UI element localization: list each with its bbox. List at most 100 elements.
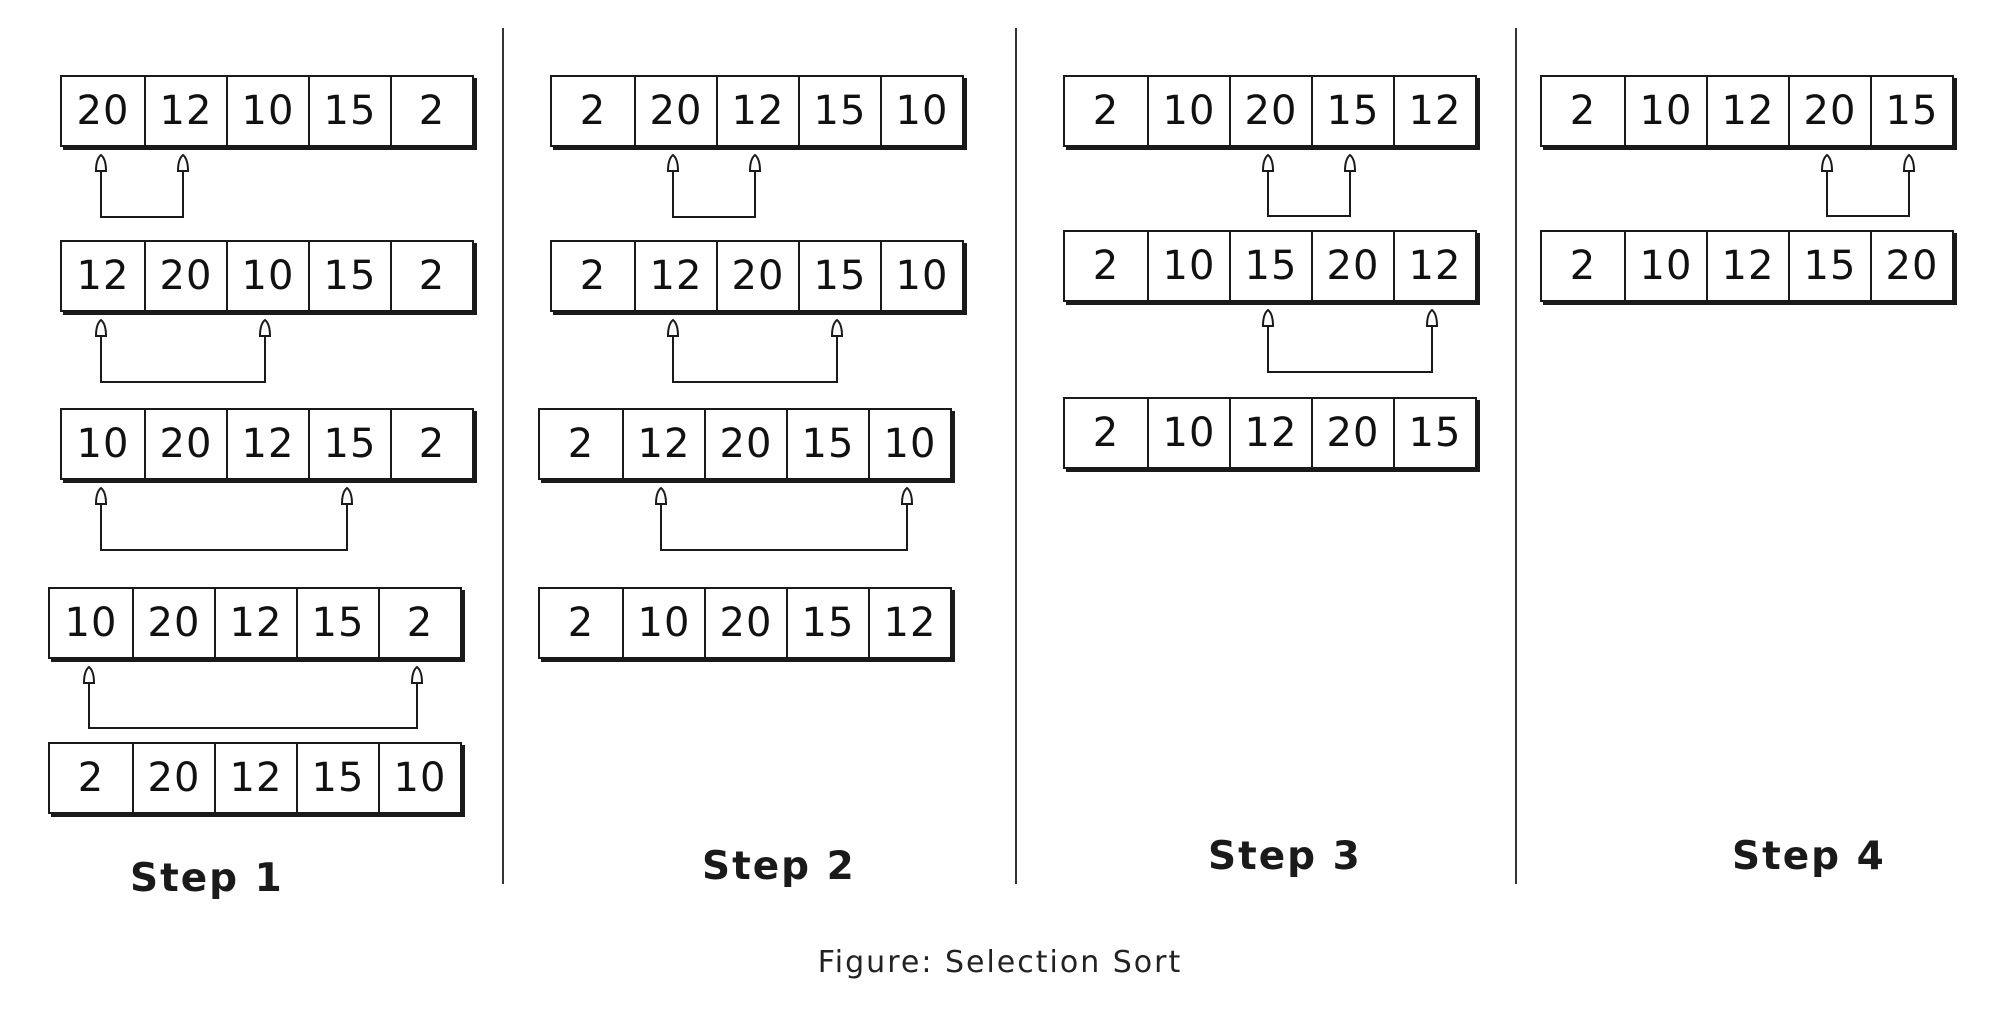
array-cell: 20 [132,589,214,657]
arrow-head-icon [82,665,96,684]
array-cell: 12 [144,77,226,145]
step-label: Step 4 [1732,834,1886,879]
array-cell: 15 [798,77,880,145]
step-divider [502,28,504,884]
arrow-head-icon [1261,153,1275,172]
array-cell: 2 [579,253,607,299]
array-cell: 2 [567,421,595,467]
array-cell: 15 [1788,232,1870,300]
array-cell: 15 [786,410,868,478]
array-cell: 10 [1147,232,1229,300]
array-cell: 12 [214,744,296,812]
array-cell: 2 [390,242,472,310]
array-cell: 10 [880,77,962,145]
step-divider [1515,28,1517,884]
step-label: Step 3 [1208,834,1362,879]
array-cell: 20 [634,77,716,145]
arrow-head-icon [1820,153,1834,172]
array-cell: 12 [214,589,296,657]
step-divider [1015,28,1017,884]
array-cell: 12 [1393,77,1475,145]
array-cell: 2 [1092,410,1120,456]
array-cell: 12 [622,410,704,478]
array-cell: 15 [296,744,378,812]
arrow-head-icon [340,486,354,505]
arrow-head-icon [94,318,108,337]
array-cell: 2 [77,755,105,801]
array-cell: 10 [1147,77,1229,145]
array-cell: 2 [567,600,595,646]
swap-line [1267,169,1351,217]
arrow-head-icon [1343,153,1357,172]
arrow-head-icon [830,318,844,337]
array-cell: 12 [1706,232,1788,300]
array-cell: 12 [1393,232,1475,300]
arrow-head-icon [94,486,108,505]
array-cell: 10 [226,242,308,310]
array-cell: 15 [1393,399,1475,467]
array-cell: 10 [378,744,460,812]
array-cell: 20 [144,242,226,310]
arrow-head-icon [666,318,680,337]
swap-line [672,169,756,218]
arrow-head-icon [654,486,668,505]
array-cell: 10 [622,589,704,657]
array-cell: 12 [226,410,308,478]
array-cell: 12 [716,77,798,145]
array-cell: 10 [76,421,130,467]
array-cell: 15 [1870,77,1952,145]
array-cell: 2 [390,77,472,145]
swap-line [1267,324,1433,373]
array-cell: 20 [1870,232,1952,300]
arrow-head-icon [1902,153,1916,172]
array-cell: 10 [64,600,118,646]
array-cell: 12 [76,253,130,299]
swap-line [1826,169,1910,217]
array-cell: 20 [704,410,786,478]
array-cell: 20 [716,242,798,310]
array-cell: 10 [1624,77,1706,145]
array-cell: 15 [786,589,868,657]
array-cell: 10 [1624,232,1706,300]
array-cell: 2 [1569,88,1597,134]
array-cell: 20 [132,744,214,812]
arrow-head-icon [666,153,680,172]
swap-line [88,681,418,729]
array-cell: 20 [704,589,786,657]
array-cell: 12 [1706,77,1788,145]
array-cell: 2 [1092,88,1120,134]
swap-line [660,502,908,551]
arrow-head-icon [1261,308,1275,327]
arrow-head-icon [748,153,762,172]
array-cell: 20 [1311,232,1393,300]
array-cell: 10 [226,77,308,145]
array-cell: 15 [308,410,390,478]
array-cell: 15 [296,589,378,657]
array-cell: 10 [868,410,950,478]
array-cell: 12 [634,242,716,310]
array-cell: 20 [144,410,226,478]
array-cell: 20 [1311,399,1393,467]
array-cell: 2 [1569,243,1597,289]
step-label: Step 2 [702,844,856,889]
arrow-head-icon [410,665,424,684]
array-cell: 2 [579,88,607,134]
figure-caption: Figure: Selection Sort [817,945,1183,980]
